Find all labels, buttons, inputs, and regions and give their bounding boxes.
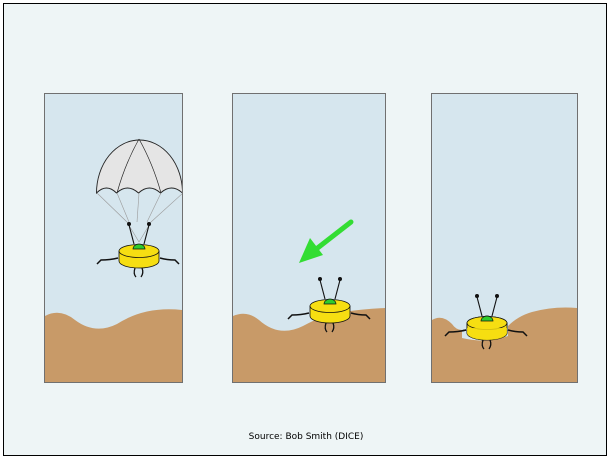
panel-1-illustration [45, 94, 182, 382]
panel-3-illustration [432, 94, 577, 382]
panel-approaching-ground [232, 93, 386, 383]
slide: Source: Bob Smith (DICE) [3, 3, 607, 456]
panel-parachute-descent [44, 93, 183, 383]
source-caption: Source: Bob Smith (DICE) [4, 432, 608, 442]
panel-landed [431, 93, 578, 383]
panel-2-illustration [233, 94, 385, 382]
